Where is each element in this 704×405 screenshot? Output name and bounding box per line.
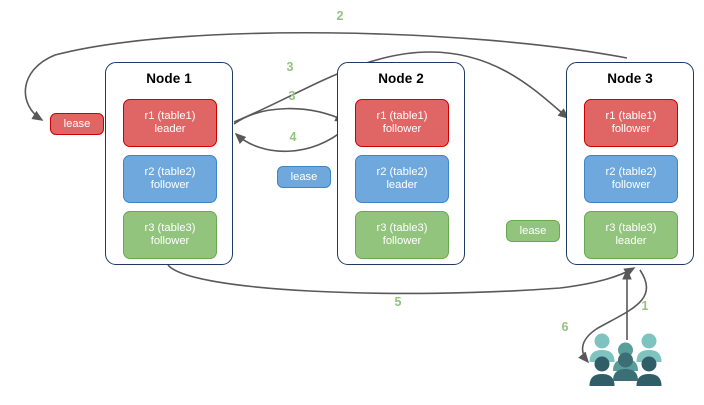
- edge-label-5: 5: [394, 295, 402, 309]
- replica-role: follower: [150, 179, 190, 191]
- replica-role: follower: [382, 235, 422, 247]
- replica-node2-r2[interactable]: r2 (table2) leader: [355, 155, 449, 203]
- replica-name: r1 (table1): [376, 109, 428, 122]
- edge-5-path: [167, 264, 636, 295]
- replica-name: r3 (table3): [376, 221, 428, 234]
- lease-label: lease: [63, 118, 91, 130]
- replica-role: leader: [154, 123, 186, 135]
- replica-node1-r2[interactable]: r2 (table2) follower: [123, 155, 217, 203]
- replica-name: r1 (table1): [605, 109, 657, 122]
- edge-label-6: 6: [561, 320, 569, 334]
- replica-name: r2 (table2): [376, 165, 428, 178]
- node-title-node1: Node 1: [146, 71, 192, 86]
- lease-chip-r1[interactable]: lease: [50, 113, 104, 135]
- edge-label-1: 1: [641, 299, 649, 313]
- lease-label: lease: [290, 171, 318, 183]
- lease-chip-r2[interactable]: lease: [277, 166, 331, 188]
- node-box-node1[interactable]: Node 1 r1 (table1) leader r2 (table2) fo…: [105, 62, 233, 265]
- replica-role: follower: [150, 235, 190, 247]
- edge-label-3b: 3: [288, 89, 296, 103]
- lease-chip-r3[interactable]: lease: [506, 220, 560, 242]
- node-box-node2[interactable]: Node 2 r1 (table1) follower r2 (table2) …: [337, 62, 465, 265]
- replica-name: r2 (table2): [144, 165, 196, 178]
- node-box-node3[interactable]: Node 3 r1 (table1) follower r2 (table2) …: [566, 62, 694, 265]
- replica-node2-r1[interactable]: r1 (table1) follower: [355, 99, 449, 147]
- replica-name: r1 (table1): [144, 109, 196, 122]
- replica-name: r3 (table3): [144, 221, 196, 234]
- replica-name: r3 (table3): [605, 221, 657, 234]
- replica-role: follower: [611, 123, 651, 135]
- replica-role: follower: [382, 123, 422, 135]
- replica-node3-r3[interactable]: r3 (table3) leader: [584, 211, 678, 259]
- replica-role: leader: [386, 179, 418, 191]
- edge-label-2: 2: [336, 9, 344, 23]
- edge-3b-path: [233, 107, 347, 125]
- replica-node1-r3[interactable]: r3 (table3) follower: [123, 211, 217, 259]
- node-title-node3: Node 3: [607, 71, 653, 86]
- replica-role: leader: [615, 235, 647, 247]
- replica-node1-r1[interactable]: r1 (table1) leader: [123, 99, 217, 147]
- users-group-icon: [589, 333, 662, 386]
- node-title-node2: Node 2: [378, 71, 424, 86]
- replica-role: follower: [611, 179, 651, 191]
- replica-node3-r2[interactable]: r2 (table2) follower: [584, 155, 678, 203]
- edge-label-4: 4: [289, 130, 297, 144]
- replica-node2-r3[interactable]: r3 (table3) follower: [355, 211, 449, 259]
- edge-label-3a: 3: [286, 60, 294, 74]
- replica-node3-r1[interactable]: r1 (table1) follower: [584, 99, 678, 147]
- lease-label: lease: [519, 225, 547, 237]
- replica-name: r2 (table2): [605, 165, 657, 178]
